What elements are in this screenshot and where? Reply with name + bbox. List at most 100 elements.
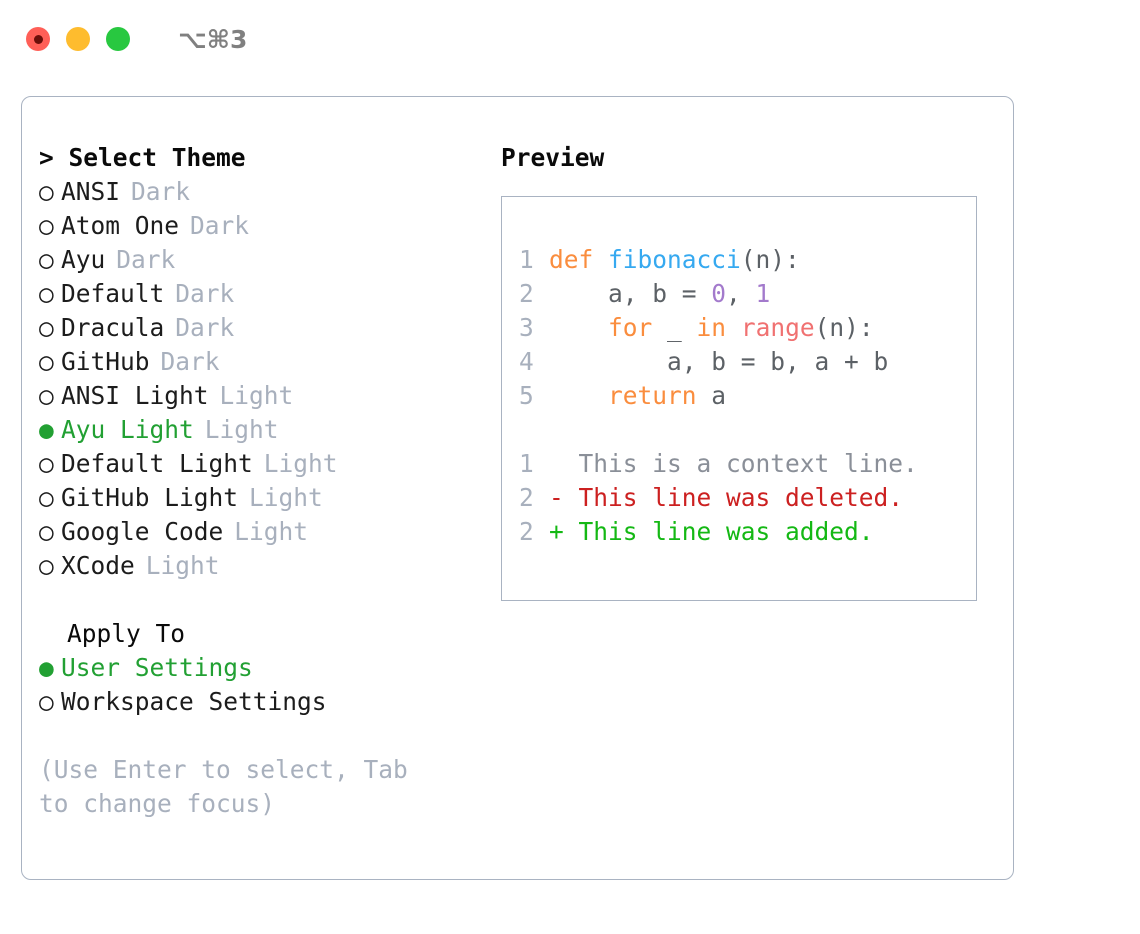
theme-option-github[interactable]: ○GitHub Dark [39, 345, 489, 379]
token-num: 0 [711, 279, 727, 308]
line-number: 4 [519, 347, 534, 376]
theme-variant-tag: Light [249, 483, 323, 512]
apply-to-option-label: User Settings [61, 653, 253, 682]
token-kw: for [608, 313, 653, 342]
token-plain: a, b = b, a + b [549, 347, 889, 376]
radio-unselected-icon: ○ [39, 313, 54, 342]
theme-option-dracula[interactable]: ○Dracula Dark [39, 311, 489, 345]
radio-unselected-icon: ○ [39, 279, 54, 308]
theme-variant-tag: Dark [190, 211, 250, 240]
radio-unselected-icon: ○ [39, 483, 54, 512]
radio-unselected-icon: ○ [39, 245, 54, 274]
theme-variant-tag: Dark [160, 347, 220, 376]
radio-unselected-icon: ○ [39, 449, 54, 478]
theme-variant-tag: Light [263, 449, 338, 478]
page-title: > Select Theme [39, 143, 246, 172]
apply-to-option-label: Workspace Settings [61, 687, 327, 716]
code-line: 4 a, b = b, a + b [519, 345, 976, 379]
theme-option-default-light[interactable]: ○Default Light Light [39, 447, 489, 481]
radio-selected-icon: ● [39, 415, 54, 444]
code-line: 5 return a [519, 379, 976, 413]
radio-unselected-icon: ○ [39, 177, 54, 206]
diff-text: - This line was deleted. [549, 483, 904, 512]
apply-to-list: ●User Settings○Workspace Settings [39, 651, 489, 719]
line-number: 5 [519, 381, 534, 410]
diff-line-del: 2 - This line was deleted. [519, 481, 976, 515]
line-number: 3 [519, 313, 534, 342]
close-button[interactable] [26, 27, 50, 51]
theme-option-label: XCode [61, 551, 135, 580]
radio-unselected-icon: ○ [39, 211, 54, 240]
code-text: for _ in range(n): [549, 311, 874, 345]
code-text: return a [549, 379, 726, 413]
window-controls [26, 27, 130, 51]
code-line: 1 def fibonacci(n): [519, 243, 976, 277]
token-num: 1 [755, 279, 771, 308]
theme-option-label: Google Code [61, 517, 224, 546]
token-fn: fibonacci [608, 245, 741, 274]
keyboard-shortcut-label: ⌥⌘3 [178, 24, 248, 54]
token-plain [726, 313, 741, 342]
theme-variant-tag: Dark [175, 313, 235, 342]
keyboard-hint-text: (Use Enter to select, Tab to change focu… [39, 755, 423, 818]
preview-title: Preview [501, 143, 605, 172]
token-kw: def [549, 245, 609, 274]
code-line: 3 for _ in range(n): [519, 311, 976, 345]
line-number: 2 [519, 279, 534, 308]
line-number: 2 [519, 483, 534, 512]
theme-variant-tag: Dark [116, 245, 176, 274]
theme-option-label: Dracula [61, 313, 165, 342]
token-builtin: range [740, 313, 815, 342]
diff-line-add: 2 + This line was added. [519, 515, 976, 549]
token-plain: (n): [814, 313, 874, 342]
token-plain [549, 313, 608, 342]
theme-option-ayu[interactable]: ○Ayu Dark [39, 243, 489, 277]
diff-text: This is a context line. [549, 449, 918, 478]
code-gap [519, 413, 976, 447]
code-line: 2 a, b = 0, 1 [519, 277, 976, 311]
diff-text: + This line was added. [549, 517, 874, 546]
radio-unselected-icon: ○ [39, 381, 54, 410]
theme-variant-tag: Light [234, 517, 309, 546]
radio-selected-icon: ● [39, 653, 54, 682]
theme-option-atom-one[interactable]: ○Atom One Dark [39, 209, 489, 243]
record-indicator-icon [33, 34, 43, 44]
theme-variant-tag: Dark [131, 177, 191, 206]
token-kw: in [696, 313, 727, 342]
code-text: a, b = 0, 1 [549, 277, 770, 311]
apply-to-option-workspace-settings[interactable]: ○Workspace Settings [39, 685, 489, 719]
theme-option-label: Atom One [61, 211, 180, 240]
radio-unselected-icon: ○ [39, 551, 54, 580]
apply-to-title: Apply To [67, 619, 186, 648]
radio-unselected-icon: ○ [39, 347, 54, 376]
code-text: a, b = b, a + b [549, 345, 888, 379]
line-number: 1 [519, 245, 534, 274]
theme-option-label: GitHub [61, 347, 150, 376]
theme-variant-tag: Dark [175, 279, 235, 308]
line-number: 2 [519, 517, 534, 546]
minimize-button[interactable] [66, 27, 90, 51]
radio-unselected-icon: ○ [39, 687, 54, 716]
section-spacer [39, 583, 489, 617]
apply-to-option-user-settings[interactable]: ●User Settings [39, 651, 489, 685]
theme-option-label: Ayu [61, 245, 106, 274]
token-plain: _ [652, 313, 697, 342]
maximize-button[interactable] [106, 27, 130, 51]
theme-variant-tag: Light [219, 381, 294, 410]
title-bar: ⌥⌘3 [0, 0, 1140, 78]
theme-option-label: Default Light [61, 449, 253, 478]
code-text: def fibonacci(n): [549, 243, 800, 277]
